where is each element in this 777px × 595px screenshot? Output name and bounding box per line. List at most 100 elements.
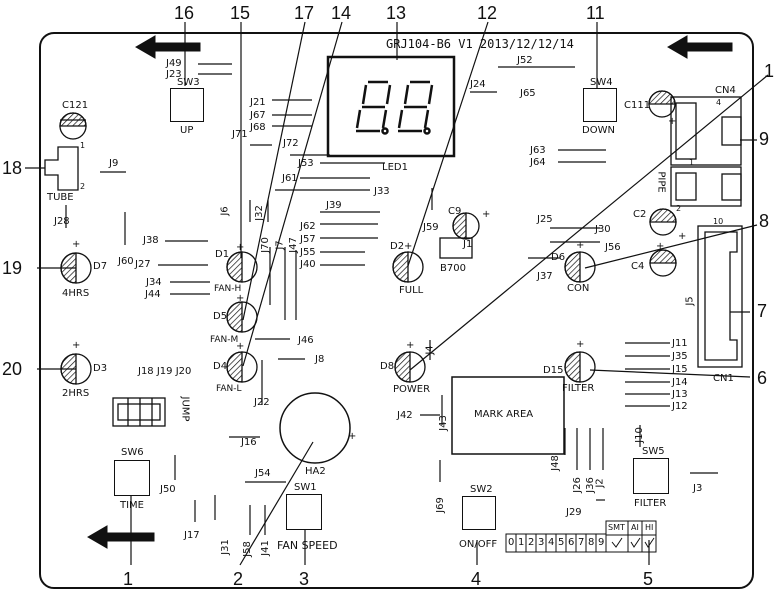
connector-cn4 [670,96,742,166]
callout-6: 6 [757,368,768,388]
jumper-j58: J58 [241,541,253,557]
c4-label: C4 [631,261,645,272]
connector-pipe [670,166,742,207]
sw4-id: SW4 [590,77,613,88]
c9-label: C9 [448,206,462,217]
ai-label: AI [631,523,639,532]
jumper-j26: J26 [571,477,583,493]
callout-9: 9 [759,129,770,149]
arrow-top-left-icon [135,35,201,59]
connector-cn1 [697,225,743,368]
jumper-j14: J14 [672,377,688,388]
pipe-label: PIPE [655,171,667,193]
switch-sw3[interactable] [170,88,204,122]
switch-sw2[interactable] [462,496,496,530]
led1-label: LED1 [382,162,408,173]
d4-label: FAN-L [216,384,242,394]
sw6-label: TIME [120,500,145,511]
d7-id: D7 [93,261,108,272]
arrow-bottom-left-icon [87,525,155,549]
jumper-j30: J30 [595,224,611,235]
led-d15 [564,351,596,383]
jumper-j54: J54 [255,468,271,479]
jumper-j27: J27 [135,259,151,270]
jumper-j41: J41 [259,540,271,556]
led-d4 [226,351,258,383]
d4-id: D4 [213,361,228,372]
d15-label: FILTER [562,383,595,394]
callout-18: 18 [2,158,23,178]
d6-id: D6 [551,252,566,263]
jumper-j32: J32 [253,205,265,221]
jumper-j42: J42 [397,410,413,421]
d5-id: D5 [213,311,228,322]
d15-id: D15 [543,365,564,376]
jumper-j35: J35 [672,351,688,362]
cn1-label: CN1 [713,373,734,384]
jumper-j60: J60 [118,256,134,267]
jumper-j69: J69 [434,497,446,513]
pin-cn4-1: 1 [689,158,695,167]
switch-sw4[interactable] [583,88,617,122]
plus-d1: + [236,242,245,253]
d7-label: 4HRS [62,288,90,299]
switch-sw6[interactable] [114,460,150,496]
j5-label: J5 [684,296,696,306]
cn4-label: CN4 [715,85,736,96]
d1-id: D1 [215,249,230,260]
led-symbols [60,251,596,385]
callout-16: 16 [174,3,195,23]
callout-1-bottom: 1 [123,569,134,589]
switch-sw5[interactable] [633,458,669,494]
jumper-j50: J50 [160,484,176,495]
digit-4: 4 [548,537,555,548]
jumper-j65: J65 [520,88,536,99]
callout-8: 8 [759,211,770,231]
jumper-j62: J62 [300,221,316,232]
jumper-j48: J48 [549,455,561,471]
jumper-j29: J29 [566,507,582,518]
d1-label: FAN-H [214,284,242,294]
digit-2: 2 [528,537,535,548]
plus-c111: + [668,116,677,127]
callout-17: 17 [294,3,315,23]
pin-cn4-4: 4 [716,98,722,107]
jumper-j47: J47 [287,237,299,253]
pin-tube-2: 2 [80,182,86,191]
callout-5: 5 [643,569,654,589]
callout-2: 2 [233,569,244,589]
plus-ha2: + [348,431,357,442]
callout-7: 7 [757,301,768,321]
callout-12: 12 [477,3,498,23]
jumper-j11: J11 [672,338,688,349]
d6-label: CON [567,283,590,294]
jumper-j63: J63 [530,145,546,156]
jumper-j25: J25 [537,214,553,225]
d3-id: D3 [93,363,108,374]
digit-6: 6 [568,537,575,548]
sw5-label: FILTER [634,498,667,509]
jumper-j57: J57 [300,234,316,245]
leader-lines [25,21,769,566]
digit-0: 0 [508,537,515,548]
jumper-j22: J22 [254,397,270,408]
sw6-id: SW6 [121,447,144,458]
jumper-j21: J21 [250,97,266,108]
jumper-j4: J4 [424,345,436,355]
pin-tube-1: 1 [80,141,86,150]
pin-cn1-10: 10 [713,217,724,226]
plus-d6: + [576,240,585,251]
tube-label: TUBE [47,192,74,203]
c2-label: C2 [633,209,647,220]
plus-d4: + [236,341,245,352]
model-text: GRJ104-B6 V1 2013/12/12/14 [386,37,574,51]
arrow-top-right-icon [667,35,733,59]
jumper-j43: J43 [437,415,449,431]
switch-sw1[interactable] [286,494,322,530]
jumper-j52: J52 [517,55,533,66]
plus-d15: + [576,339,585,350]
smt-label: SMT [608,523,625,532]
jumper-j16: J16 [241,437,257,448]
sw3-label: UP [180,125,194,136]
